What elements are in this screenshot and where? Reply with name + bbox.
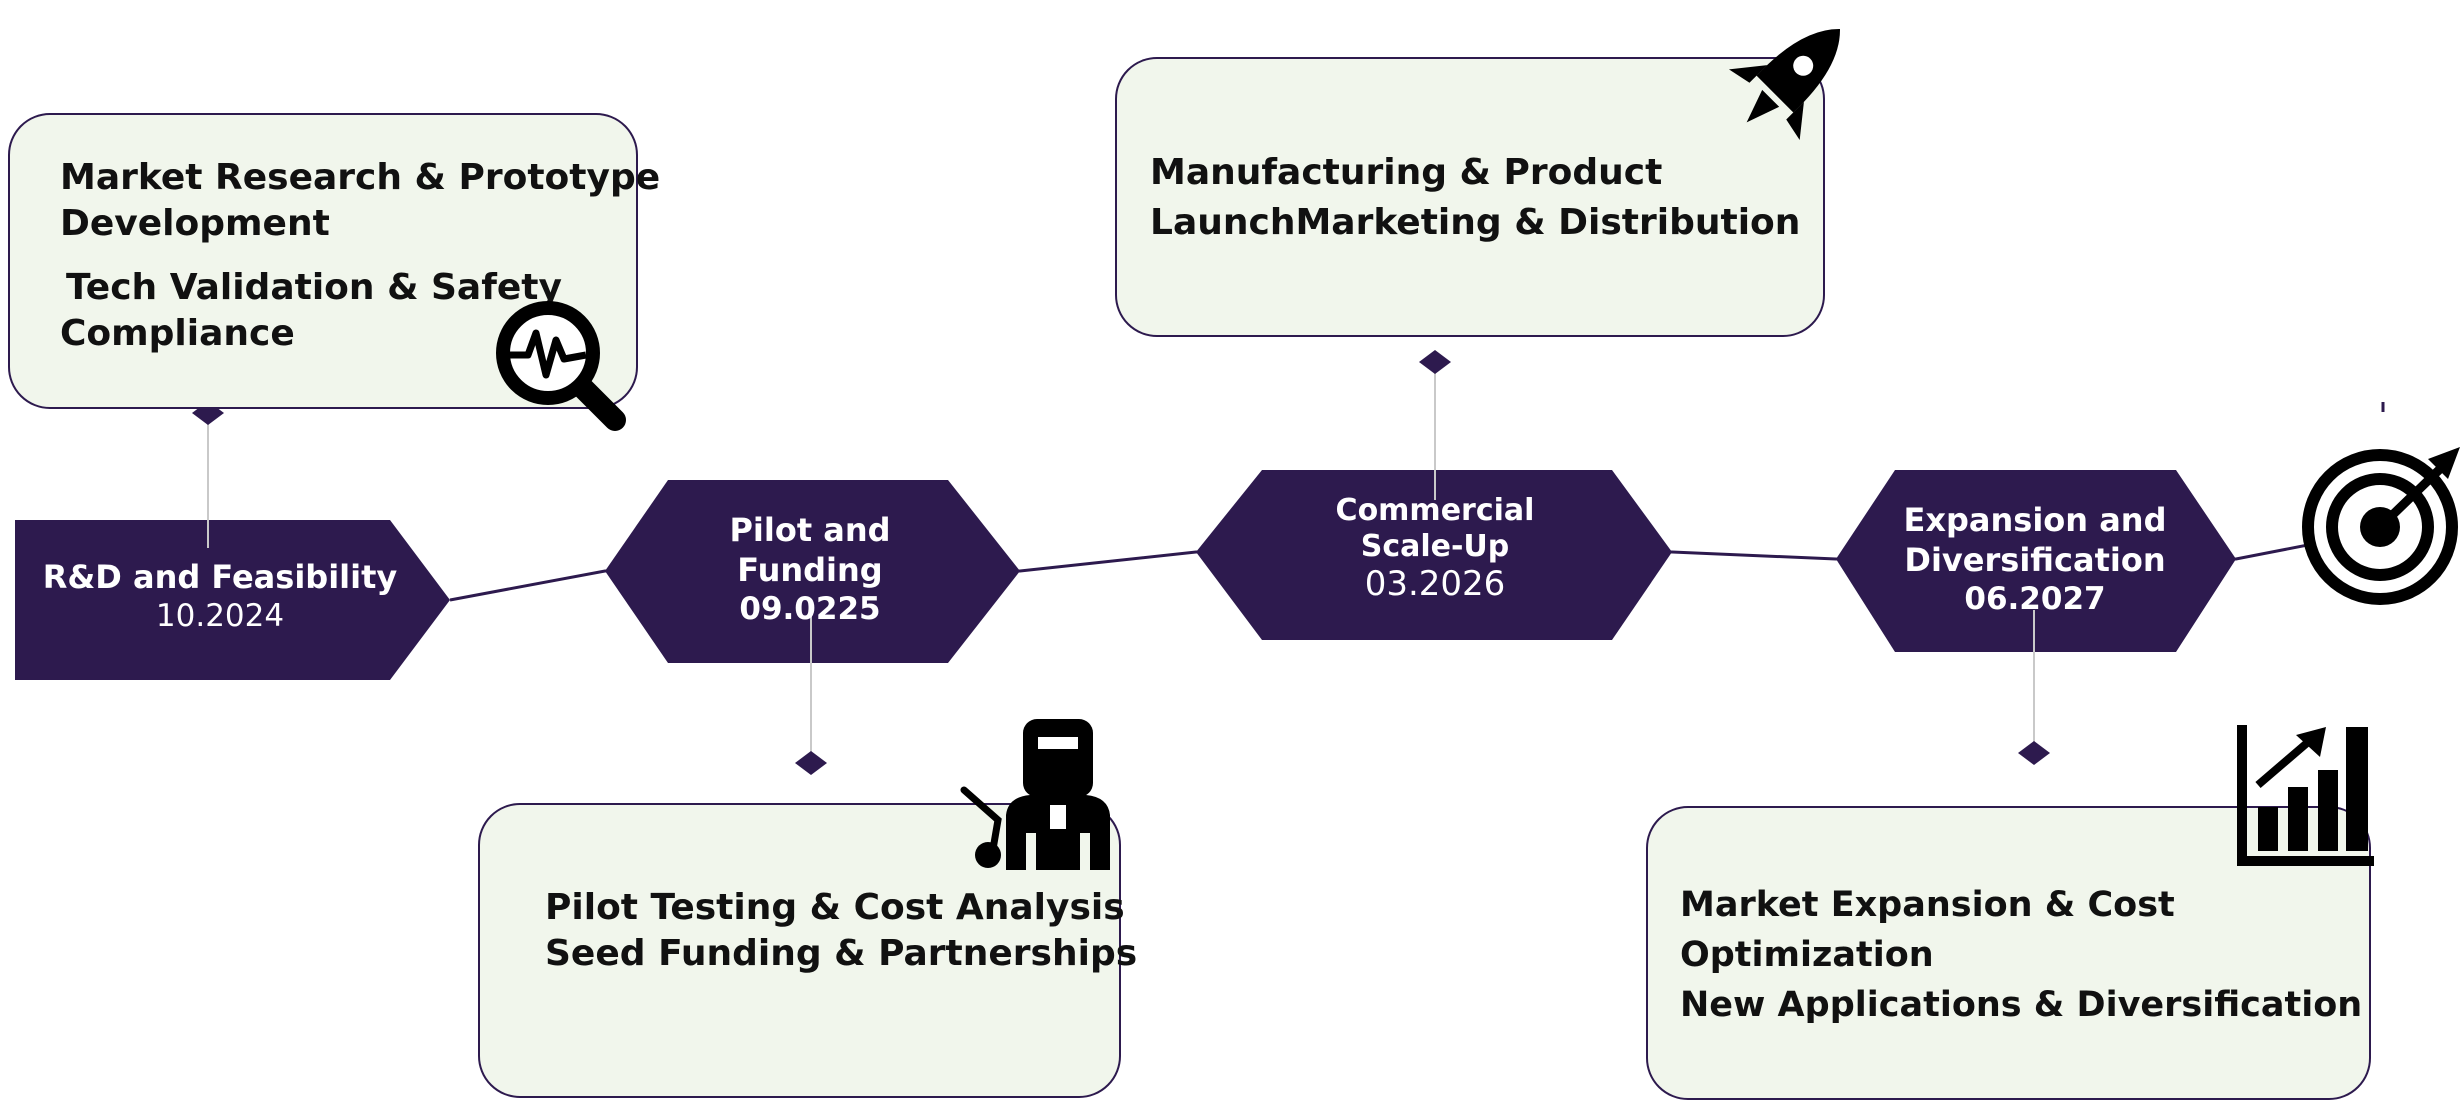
- card-3-line-2: LaunchMarketing & Distribution: [1150, 202, 1801, 243]
- card-rd-feasibility: [8, 113, 638, 409]
- card-1-line-1: Market Research & Prototype: [60, 157, 661, 198]
- stage-4-title: Expansion and Diversification: [1903, 501, 2167, 579]
- stage-4-date: 06.2027: [1964, 581, 2106, 617]
- magnifier-pulse-icon: [496, 301, 626, 431]
- card-2-line-1: Pilot Testing & Cost Analysis: [545, 887, 1125, 928]
- stage-1-label: R&D and Feasibility 10.2024: [40, 557, 400, 635]
- card-expansion-diversification: [1646, 806, 2371, 1100]
- welder-icon: [960, 719, 1110, 870]
- stage-3-date: 03.2026: [1364, 564, 1506, 604]
- stage-3-shape: [1196, 470, 1672, 640]
- card-1-text: Market Research & Prototype Development …: [60, 155, 660, 357]
- stage-2-date: 09.0225: [739, 591, 881, 627]
- card-1-line-2: Development: [60, 203, 330, 244]
- card-2-text: Pilot Testing & Cost Analysis Seed Fundi…: [545, 885, 1137, 977]
- stage-4-label: Expansion and Diversification 06.2027: [1880, 500, 2190, 618]
- diamond-3: [1419, 350, 1451, 374]
- stage-1-shape: [15, 520, 450, 680]
- card-1-line-4: Compliance: [60, 313, 295, 354]
- stage-1-date: 10.2024: [155, 598, 285, 634]
- stage-3-title: Commercial Scale-Up: [1335, 493, 1535, 564]
- card-2-line-2: Seed Funding & Partnerships: [545, 933, 1138, 974]
- stage-2-shape: [605, 480, 1020, 663]
- diamond-4: [2018, 741, 2050, 765]
- stage-3-label: Commercial Scale-Up 03.2026: [1260, 493, 1610, 603]
- card-3-text: Manufacturing & Product LaunchMarketing …: [1150, 148, 1800, 248]
- card-4-line-1: Market Expansion & Cost: [1680, 885, 2175, 925]
- card-4-line-2: Optimization: [1680, 935, 1934, 975]
- stage-2-label: Pilot and Funding 09.0225: [700, 510, 920, 628]
- stage-4-shape: [1836, 470, 2236, 652]
- stage-1-title: R&D and Feasibility: [42, 558, 398, 596]
- target-icon: [2302, 447, 2460, 605]
- rocket-icon: [1728, 29, 1840, 141]
- card-1-line-3: Tech Validation & Safety: [66, 267, 562, 308]
- card-4-line-3: New Applications & Diversification: [1680, 985, 2363, 1025]
- card-4-text: Market Expansion & Cost Optimization New…: [1680, 880, 2362, 1030]
- card-commercial-scale-up: [1115, 57, 1825, 337]
- diamond-2: [795, 751, 827, 775]
- growth-chart-icon: [2237, 725, 2374, 866]
- stage-2-title: Pilot and Funding: [729, 511, 891, 589]
- card-3-line-1: Manufacturing & Product: [1150, 152, 1663, 193]
